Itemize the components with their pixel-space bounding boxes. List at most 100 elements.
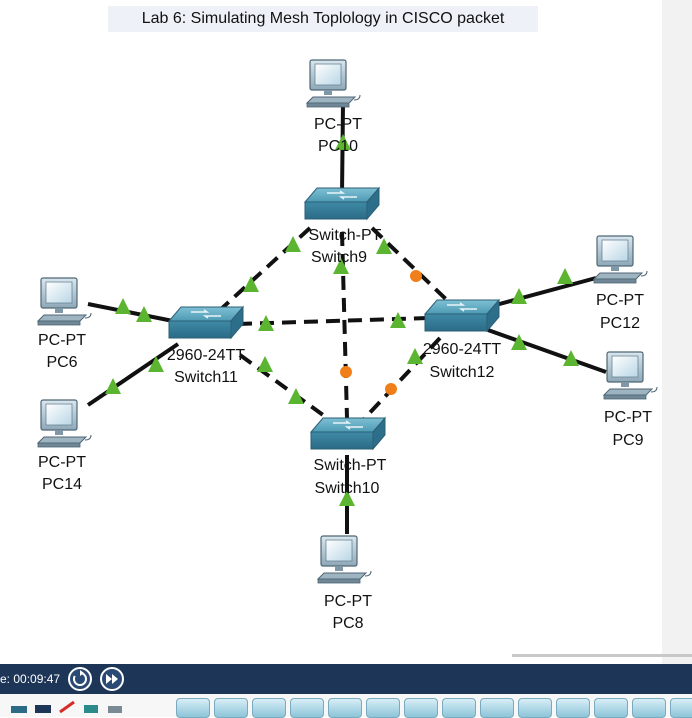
device-type-label: PC-PT	[596, 292, 644, 309]
link-pc14-switch11[interactable]	[86, 342, 180, 407]
link-up-indicator	[258, 315, 274, 331]
link-up-indicator	[339, 490, 355, 506]
device-type-label: PC-PT	[38, 454, 86, 471]
link-switch11-switch10[interactable]	[238, 353, 332, 422]
device-type-label: PC-PT	[38, 332, 86, 349]
link-pending-indicator	[410, 270, 422, 282]
device-switch10[interactable]: Switch-PT Switch10	[310, 417, 387, 497]
pc-icon	[306, 59, 361, 108]
device-pc10[interactable]: PC-PT PC10	[306, 59, 362, 155]
link-up-indicator	[376, 238, 392, 254]
device-switch11[interactable]: 2960-24TT Switch11	[167, 306, 245, 386]
link-switch9-switch12[interactable]	[370, 226, 454, 307]
link-up-indicator	[288, 388, 304, 404]
pc-icon	[593, 235, 648, 284]
link-pc12-switch12[interactable]	[491, 276, 597, 308]
device-name-label: PC8	[332, 615, 363, 632]
switch-model-icon[interactable]	[404, 698, 438, 718]
device-name-label: Switch12	[430, 364, 495, 381]
pc-icon	[37, 277, 92, 326]
link-switch9-switch11[interactable]	[218, 226, 312, 312]
fast-forward-icon	[106, 674, 118, 684]
device-name-label: PC14	[42, 476, 82, 493]
link-up-indicator	[511, 288, 527, 304]
device-type-label: PC-PT	[604, 409, 652, 426]
fast-forward-time-button[interactable]	[100, 667, 124, 691]
device-pc8[interactable]: PC-PT PC8	[317, 535, 372, 632]
switch-model-icon[interactable]	[556, 698, 590, 718]
device-name-label: Switch10	[315, 480, 380, 497]
pc-icon	[37, 399, 92, 448]
topology-canvas[interactable]: PC-PT PC10 PC-PT PC6 PC-PT PC14 PC-PT PC…	[0, 0, 692, 664]
switch-model-icon[interactable]	[252, 698, 286, 718]
device-name-label: PC6	[46, 354, 77, 371]
switch-model-icon[interactable]	[366, 698, 400, 718]
link-up-indicator	[285, 236, 301, 252]
power-cycle-devices-button[interactable]	[68, 667, 92, 691]
link-up-indicator	[136, 306, 152, 322]
device-type-label: 2960-24TT	[167, 347, 245, 364]
link-up-indicator	[148, 356, 164, 372]
switch-icon	[168, 306, 244, 339]
switch-icon	[424, 299, 500, 332]
switch-model-icon[interactable]	[442, 698, 476, 718]
device-name-label: PC10	[318, 138, 358, 155]
pc-icon	[317, 535, 372, 584]
switch-model-icon[interactable]	[328, 698, 362, 718]
switch-model-icon[interactable]	[632, 698, 666, 718]
link-up-indicator	[563, 350, 579, 366]
device-pc6[interactable]: PC-PT PC6	[37, 277, 92, 371]
device-type-tray	[0, 694, 692, 718]
pc-icon	[603, 351, 658, 400]
link-pending-indicator	[385, 383, 397, 395]
link-pending-indicator	[340, 366, 352, 378]
link-up-indicator	[243, 276, 259, 292]
device-switch12[interactable]: 2960-24TT Switch12	[423, 299, 501, 381]
simulation-time-bar: e: 00:09:47	[0, 664, 692, 694]
power-cycle-icon	[73, 670, 87, 686]
switch-category-icon[interactable]	[34, 700, 52, 714]
link-up-indicator	[557, 268, 573, 284]
link-pc6-switch11[interactable]	[87, 302, 179, 324]
link-up-indicator	[333, 258, 349, 274]
link-status-indicators	[105, 134, 579, 506]
device-pc9[interactable]: PC-PT PC9	[603, 351, 658, 449]
device-type-label: Switch-PT	[309, 227, 382, 244]
topology-title-note[interactable]: Lab 6: Simulating Mesh Toplology in CISC…	[108, 6, 538, 32]
wireless-category-icon[interactable]	[58, 700, 76, 714]
link-up-indicator	[257, 356, 273, 372]
switch-model-icon[interactable]	[214, 698, 248, 718]
device-switch9[interactable]: Switch-PT Switch9	[304, 187, 382, 266]
workspace-right-panel-edge	[662, 0, 692, 664]
device-name-label: Switch11	[174, 369, 238, 386]
device-type-label: PC-PT	[314, 116, 362, 133]
switch-model-icon[interactable]	[290, 698, 324, 718]
switch-icon	[310, 417, 386, 450]
link-up-indicator	[511, 334, 527, 350]
device-pc14[interactable]: PC-PT PC14	[37, 399, 92, 493]
switch-icon	[304, 187, 380, 220]
device-name-label: PC12	[600, 315, 640, 332]
horizontal-scrollbar[interactable]	[512, 654, 692, 657]
simulation-time: e: 00:09:47	[0, 672, 61, 686]
link-switch12-switch10[interactable]	[361, 336, 442, 422]
logical-workspace[interactable]: Lab 6: Simulating Mesh Toplology in CISC…	[0, 0, 692, 664]
device-type-label: 2960-24TT	[423, 341, 501, 358]
device-type-label: PC-PT	[324, 593, 372, 610]
link-up-indicator	[407, 348, 423, 364]
end-device-category-icon[interactable]	[106, 700, 124, 714]
connection-category-icon[interactable]	[82, 700, 100, 714]
device-type-label: Switch-PT	[314, 457, 387, 474]
link-up-indicator	[335, 134, 351, 150]
switch-model-icon[interactable]	[518, 698, 552, 718]
device-name-label: PC9	[612, 432, 643, 449]
switch-model-icon[interactable]	[594, 698, 628, 718]
switch-model-icon[interactable]	[176, 698, 210, 718]
switch-model-icon[interactable]	[670, 698, 692, 718]
link-up-indicator	[105, 378, 121, 394]
device-pc12[interactable]: PC-PT PC12	[593, 235, 648, 332]
switch-model-icon[interactable]	[480, 698, 514, 718]
link-pc9-switch12[interactable]	[487, 328, 607, 374]
device-name-label: Switch9	[311, 249, 367, 266]
router-category-icon[interactable]	[10, 700, 28, 714]
